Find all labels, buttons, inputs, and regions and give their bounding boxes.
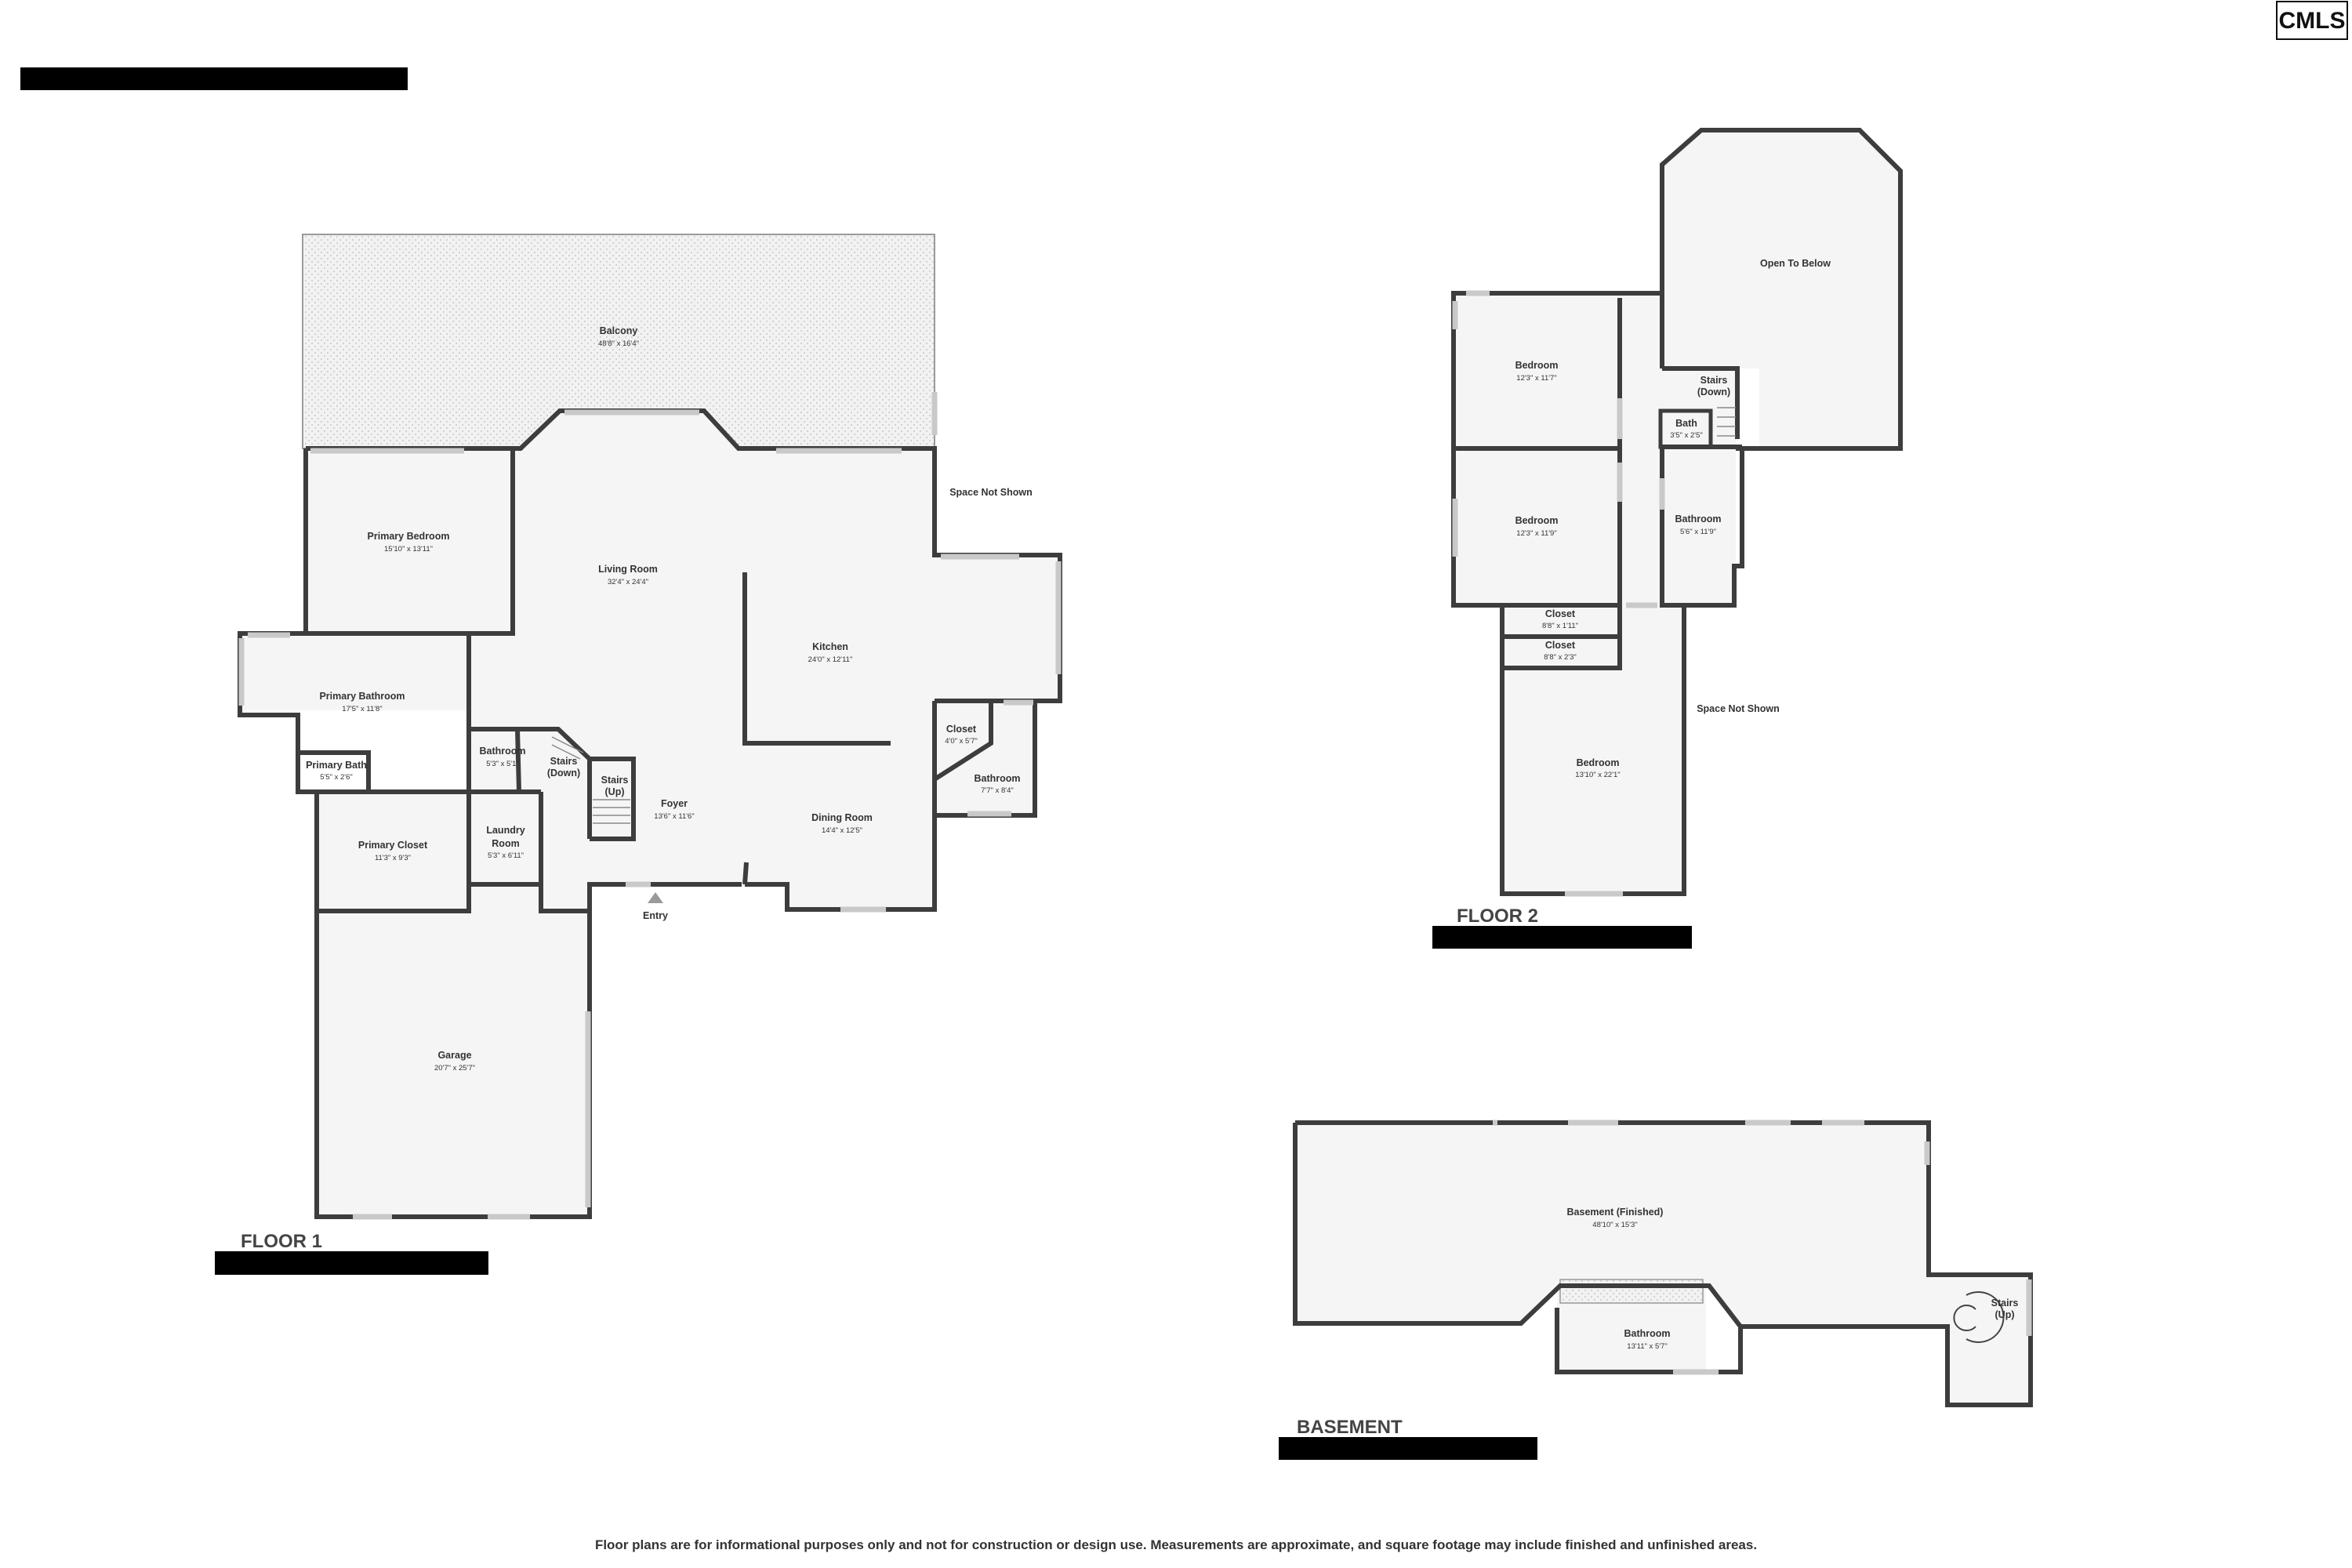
- entry-label: Entry: [643, 910, 668, 921]
- svg-text:5'5" x 2'6": 5'5" x 2'6": [320, 773, 353, 782]
- floor-1-plan: Balcony 48'8" x 16'4" Primary Bedroom 15…: [238, 234, 1062, 1252]
- svg-text:14'4" x 12'5": 14'4" x 12'5": [822, 826, 862, 835]
- svg-text:8'8" x 1'11": 8'8" x 1'11": [1542, 622, 1578, 630]
- basement-title: BASEMENT: [1297, 1417, 1403, 1438]
- svg-text:8'8" x 2'3": 8'8" x 2'3": [1544, 653, 1577, 662]
- room-label: Bedroom: [1515, 515, 1559, 526]
- svg-text:24'0" x 12'11": 24'0" x 12'11": [808, 655, 853, 664]
- room-label: Basement (Finished): [1567, 1207, 1664, 1218]
- room-label: Garage: [437, 1050, 471, 1061]
- redacted-floor2-bar: [1432, 926, 1692, 949]
- floor-2-title: FLOOR 2: [1457, 906, 1538, 927]
- room-label: Laundry: [486, 825, 524, 836]
- room-label: Kitchen: [812, 641, 848, 652]
- basement-labels: Basement (Finished) 48'10" x 15'3" Bathr…: [1567, 1207, 2019, 1351]
- room-label: Primary Closet: [358, 840, 428, 851]
- floor-1-title: FLOOR 1: [241, 1231, 322, 1252]
- room-label: Closet: [946, 724, 977, 735]
- room-label: Stairs: [1991, 1298, 2019, 1308]
- open-to-below-label: Open To Below: [1760, 258, 1831, 269]
- svg-text:7'7" x 8'4": 7'7" x 8'4": [981, 786, 1014, 795]
- floor-2-labels: Open To Below Bedroom 12'3" x 11'7" Stai…: [1515, 258, 1831, 779]
- svg-text:15'10" x 13'11": 15'10" x 13'11": [384, 545, 433, 554]
- svg-text:48'10" x 15'3": 48'10" x 15'3": [1592, 1221, 1637, 1229]
- room-label: Bathroom: [974, 773, 1020, 784]
- room-label: (Up): [1995, 1309, 2015, 1320]
- room-label: Dining Room: [811, 812, 873, 823]
- svg-text:5'3" x 5'1": 5'3" x 5'1": [486, 760, 519, 768]
- room-label: Primary Bedroom: [368, 531, 450, 542]
- room-label: Bath: [1675, 418, 1697, 429]
- svg-text:CMLS: CMLS: [2279, 8, 2346, 34]
- cmls-logo: CMLS: [2276, 1, 2348, 40]
- room-label: Primary Bathroom: [319, 691, 405, 702]
- svg-text:3'5" x 2'5": 3'5" x 2'5": [1670, 431, 1703, 440]
- svg-text:12'3" x 11'7": 12'3" x 11'7": [1516, 374, 1556, 383]
- space-not-shown-label: Space Not Shown: [1697, 703, 1780, 714]
- room-label: Stairs: [1700, 375, 1728, 386]
- room-label: Primary Bath: [306, 760, 367, 771]
- room-label: (Down): [547, 768, 580, 779]
- floor-2-plan: Open To Below Bedroom 12'3" x 11'7" Stai…: [1451, 128, 1903, 927]
- basement-plan: Basement (Finished) 48'10" x 15'3" Bathr…: [1293, 1120, 2033, 1438]
- svg-text:32'4" x 24'4": 32'4" x 24'4": [608, 578, 648, 586]
- svg-text:13'10" x 22'1": 13'10" x 22'1": [1575, 771, 1620, 779]
- room-label: Bathroom: [479, 746, 525, 757]
- svg-text:5'3" x 6'11": 5'3" x 6'11": [488, 851, 524, 860]
- room-label: Stairs: [550, 756, 578, 767]
- svg-text:12'3" x 11'9": 12'3" x 11'9": [1516, 529, 1556, 538]
- redacted-floor1-bar: [215, 1251, 488, 1275]
- redacted-basement-bar: [1279, 1437, 1537, 1460]
- disclaimer-text: Floor plans are for informational purpos…: [595, 1537, 1757, 1552]
- space-not-shown-label: Space Not Shown: [949, 487, 1033, 498]
- svg-text:13'6" x 11'6": 13'6" x 11'6": [654, 812, 694, 821]
- redacted-address-bar: [20, 67, 408, 90]
- room-label: (Down): [1697, 387, 1730, 397]
- svg-text:13'11" x 5'7": 13'11" x 5'7": [1627, 1342, 1667, 1351]
- room-label: Room: [492, 838, 519, 849]
- floor-1-labels: Balcony 48'8" x 16'4" Primary Bedroom 15…: [306, 325, 1033, 1073]
- room-label: Closet: [1545, 640, 1576, 651]
- svg-text:11'3" x 9'3": 11'3" x 9'3": [375, 854, 411, 862]
- svg-text:5'6" x 11'9": 5'6" x 11'9": [1680, 528, 1716, 536]
- svg-text:48'8" x 16'4": 48'8" x 16'4": [598, 339, 639, 348]
- svg-text:20'7" x 25'7": 20'7" x 25'7": [434, 1064, 475, 1073]
- room-label: (Up): [605, 786, 625, 797]
- room-label: Stairs: [601, 775, 629, 786]
- room-label: Bathroom: [1624, 1328, 1670, 1339]
- room-label: Bathroom: [1675, 514, 1721, 524]
- svg-text:4'0" x 5'7": 4'0" x 5'7": [945, 737, 978, 746]
- room-label: Foyer: [661, 798, 688, 809]
- svg-text:17'5" x 11'8": 17'5" x 11'8": [342, 705, 382, 713]
- room-label: Closet: [1545, 608, 1576, 619]
- room-label: Balcony: [600, 325, 638, 336]
- room-label: Living Room: [598, 564, 658, 575]
- room-label: Bedroom: [1577, 757, 1620, 768]
- room-label: Bedroom: [1515, 360, 1559, 371]
